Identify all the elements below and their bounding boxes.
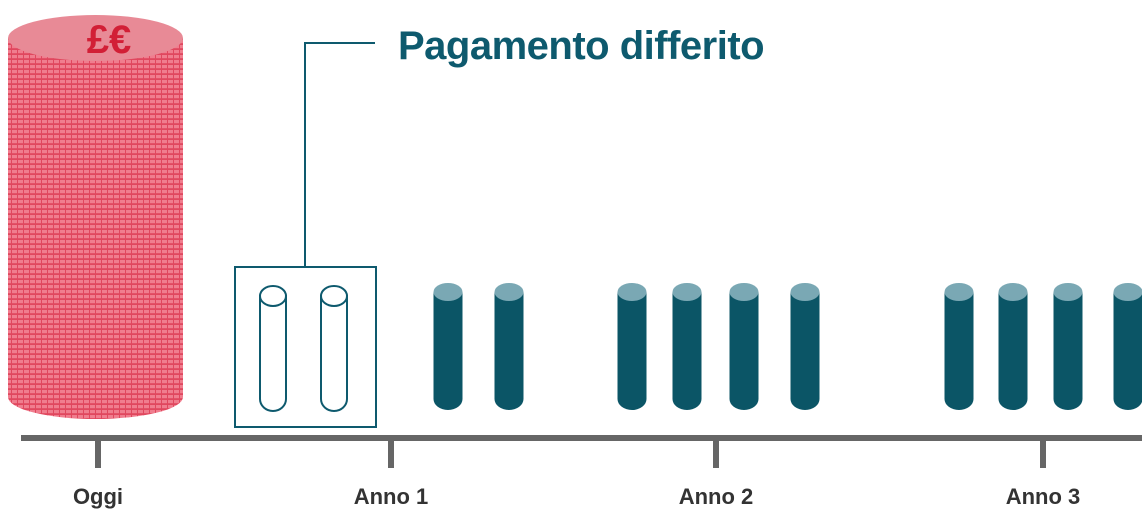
deferred-payment-1 <box>259 285 287 412</box>
payment-year3-3 <box>1053 283 1083 410</box>
tick-label-anno-1: Anno 1 <box>353 484 429 509</box>
money-stack-icon <box>8 15 183 419</box>
tick-label-anno-2: Anno 2 <box>678 484 754 509</box>
payment-year2-3 <box>729 283 759 410</box>
payment-year3-2 <box>998 283 1028 410</box>
payment-year1-2 <box>494 283 524 410</box>
deferred-payment-callout <box>234 42 377 428</box>
tick-anno-1 <box>388 438 394 468</box>
payment-year2-1 <box>617 283 647 410</box>
tick-label-oggi: Oggi <box>72 484 124 509</box>
payment-year2-4 <box>790 283 820 410</box>
tick-oggi <box>95 438 101 468</box>
payment-year1-1 <box>433 283 463 410</box>
timeline-axis <box>21 435 1142 468</box>
tick-anno-2 <box>713 438 719 468</box>
deferred-payment-2 <box>320 285 348 412</box>
currency-label: £€ <box>86 18 132 62</box>
tick-label-anno-3: Anno 3 <box>1005 484 1081 509</box>
callout-title: Pagamento differito <box>398 24 765 68</box>
tick-anno-3 <box>1040 438 1046 468</box>
payment-year3-4 <box>1113 283 1142 410</box>
payment-year2-2 <box>672 283 702 410</box>
payment-year3-1 <box>944 283 974 410</box>
